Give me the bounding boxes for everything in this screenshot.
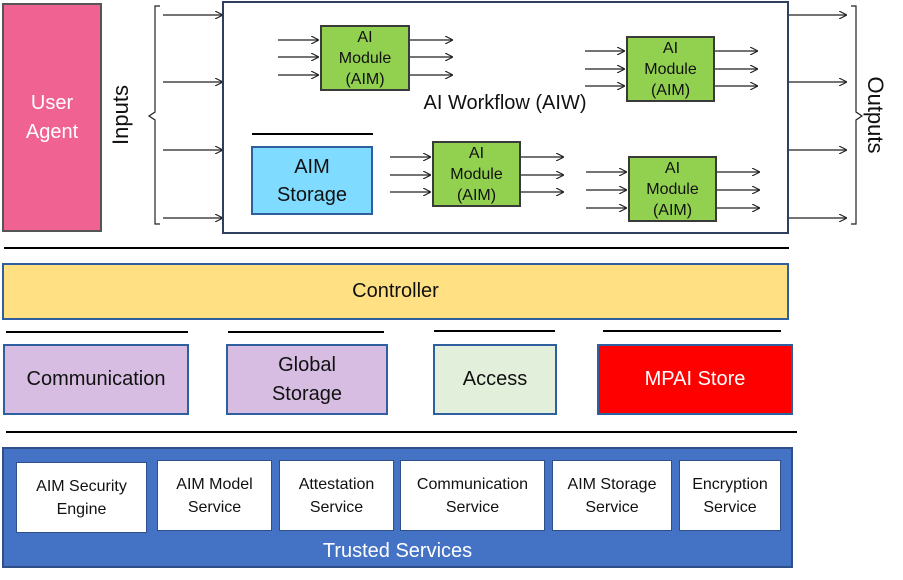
access-label: Access	[462, 368, 528, 390]
user-agent-label: User Agent	[25, 91, 79, 143]
controller-label: Controller	[352, 280, 439, 302]
trusted-service-item: Encryption Service	[679, 460, 781, 531]
global-storage-box: Global Storage	[226, 344, 388, 415]
ai-module-box: AI Module (AIM)	[320, 25, 410, 91]
aim-storage-box: AIM Storage	[251, 146, 373, 215]
controller-box: Controller	[2, 263, 789, 320]
communication-box: Communication	[3, 344, 189, 415]
ai-module-label: AI Module (AIM)	[450, 144, 503, 204]
trusted-service-item: Communication Service	[400, 460, 545, 531]
ai-workflow-title: AI Workflow (AIW)	[423, 91, 587, 114]
ai-module-label: AI Module (AIM)	[646, 159, 699, 219]
inputs-brace	[147, 5, 160, 225]
aim-storage-label: AIM Storage	[276, 155, 348, 206]
ai-module-box: AI Module (AIM)	[432, 141, 521, 207]
global-storage-label: Global Storage	[271, 353, 343, 405]
ai-workflow-box	[222, 1, 789, 234]
trusted-service-item: AIM Model Service	[157, 460, 272, 531]
ai-module-box: AI Module (AIM)	[628, 156, 717, 222]
mpai-store-label: MPAI Store	[644, 368, 746, 390]
outputs-label: Outputs	[863, 76, 888, 154]
communication-label: Communication	[26, 368, 166, 390]
inputs-label: Inputs	[108, 85, 133, 145]
mpai-store-box: MPAI Store	[597, 344, 793, 415]
trusted-service-item: AIM Security Engine	[16, 462, 147, 533]
access-box: Access	[433, 344, 557, 415]
trusted-service-item: AIM Storage Service	[552, 460, 672, 531]
ai-module-box: AI Module (AIM)	[626, 36, 715, 102]
outputs-brace	[851, 5, 864, 225]
trusted-services-title: Trusted Services	[322, 539, 473, 562]
ai-module-label: AI Module (AIM)	[644, 39, 697, 99]
user-agent-box: User Agent	[2, 3, 102, 232]
trusted-service-item: Attestation Service	[279, 460, 394, 531]
ai-module-label: AI Module (AIM)	[338, 28, 392, 88]
